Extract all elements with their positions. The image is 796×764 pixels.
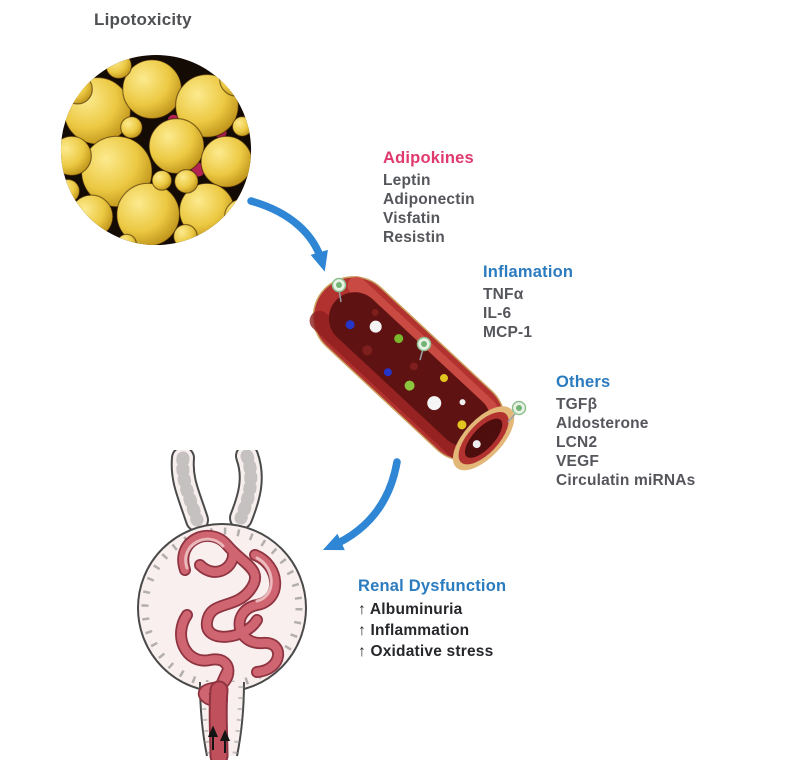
blood-vessel-illustration	[309, 276, 527, 471]
others-heading: Others	[556, 373, 611, 391]
renal-dysfunction-item: ↑ Albuminuria	[358, 601, 463, 618]
others-item: Circulatin miRNAs	[556, 472, 696, 489]
glomerulus-illustration	[137, 450, 307, 760]
others-block: Others TGFβ Aldosterone LCN2 VEGF Circul…	[556, 373, 695, 490]
inflamation-item: IL-6	[483, 305, 512, 322]
others-item: VEGF	[556, 453, 600, 470]
renal-dysfunction-item: ↑ Oxidative stress	[358, 643, 494, 660]
adipokines-block: Adipokines Leptin Adiponectin Visfatin R…	[383, 149, 475, 247]
adipokines-heading: Adipokines	[383, 149, 474, 167]
inflamation-block: Inflamation TNFα IL-6 MCP-1	[483, 263, 573, 342]
inflamation-heading: Inflamation	[483, 263, 574, 281]
adipokines-item: Leptin	[383, 172, 431, 189]
others-item: LCN2	[556, 434, 598, 451]
adipokines-item: Resistin	[383, 229, 445, 246]
renal-dysfunction-heading: Renal Dysfunction	[358, 577, 507, 595]
renal-dysfunction-block: Renal Dysfunction ↑ Albuminuria ↑ Inflam…	[358, 577, 506, 662]
pin-marker-icon	[416, 336, 432, 361]
others-item: TGFβ	[556, 396, 598, 413]
inflamation-item: TNFα	[483, 286, 524, 303]
others-item: Aldosterone	[556, 415, 649, 432]
adipokines-item: Adiponectin	[383, 191, 475, 208]
flow-arrow-icon	[322, 458, 401, 551]
pin-marker-icon	[507, 400, 527, 423]
inflamation-item: MCP-1	[483, 324, 533, 341]
pin-marker-icon	[331, 277, 347, 303]
diagram-title: Lipotoxicity	[94, 10, 192, 29]
flow-arrow-icon	[247, 197, 328, 272]
fat-cells-illustration	[60, 54, 252, 246]
adipokines-item: Visfatin	[383, 210, 441, 227]
renal-dysfunction-item: ↑ Inflammation	[358, 622, 470, 639]
